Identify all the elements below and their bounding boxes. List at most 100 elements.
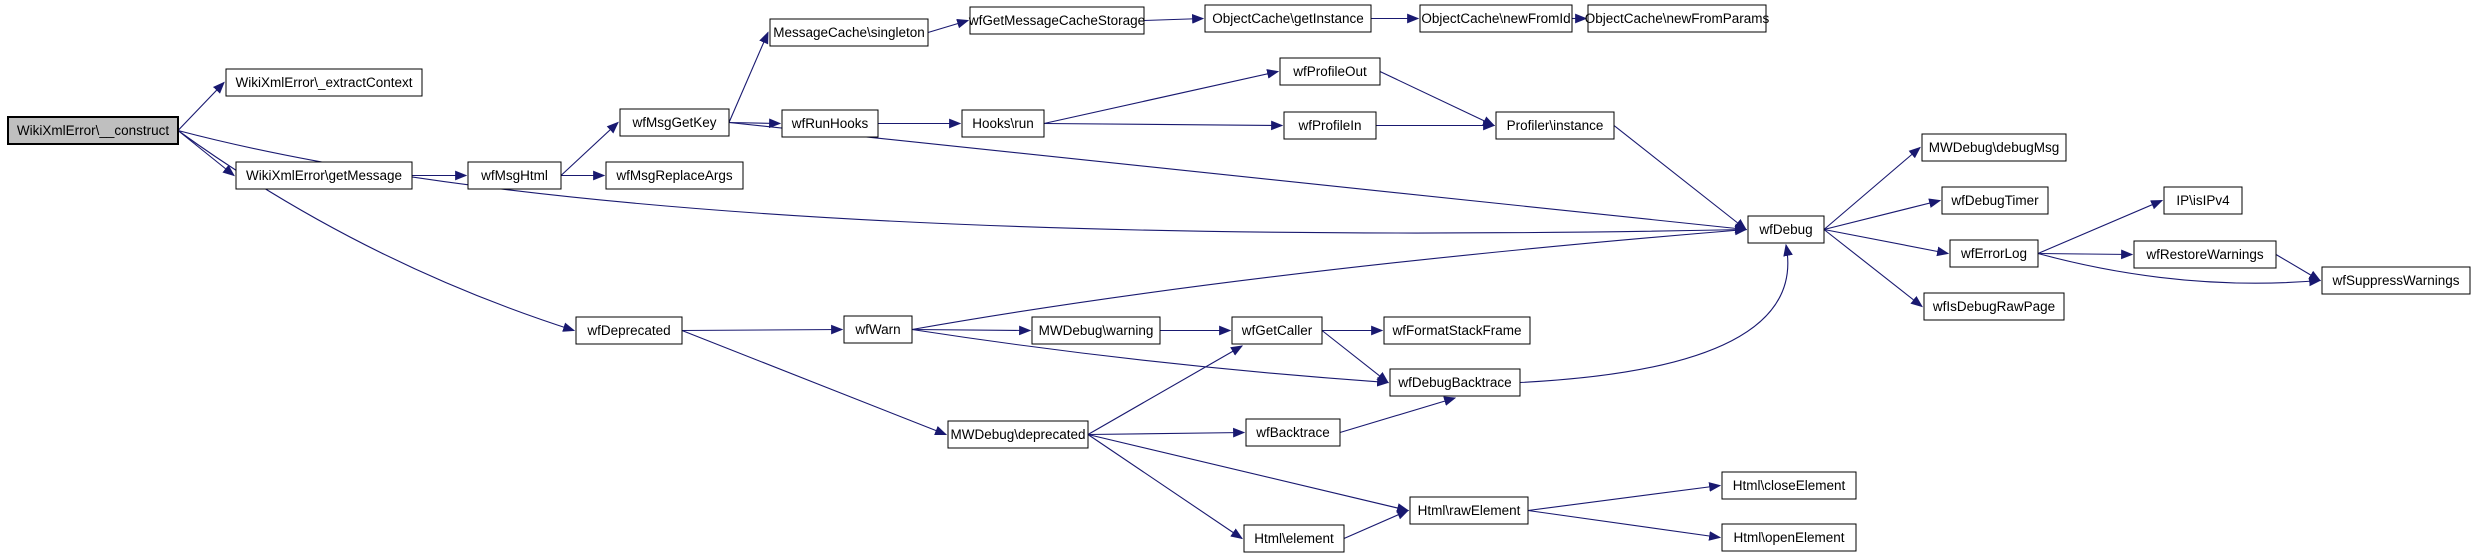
node-box-html-element[interactable] bbox=[1243, 524, 1345, 553]
node-wf-msg-html[interactable]: wfMsgHtml bbox=[467, 161, 562, 190]
node-html-element[interactable]: Html\element bbox=[1243, 524, 1345, 553]
node-wf-msg-replace-args[interactable]: wfMsgReplaceArgs bbox=[605, 161, 744, 190]
edge-mwdebug-deprecated-to-html-element bbox=[1087, 434, 1244, 540]
edge-wf-msg-get-key-to-message-cache-singleton bbox=[728, 31, 769, 123]
node-box-object-cache-new-from-id[interactable] bbox=[1419, 4, 1573, 33]
node-wf-profile-out[interactable]: wfProfileOut bbox=[1279, 57, 1381, 86]
edge-wf-deprecated-to-mwdebug-deprecated bbox=[681, 329, 948, 436]
node-wf-get-message-cache-storage[interactable]: wfGetMessageCacheStorage bbox=[968, 6, 1145, 35]
node-box-message-cache-singleton[interactable] bbox=[769, 18, 929, 47]
node-box-html-close-element[interactable] bbox=[1721, 471, 1857, 500]
node-box-wf-error-log[interactable] bbox=[1949, 239, 2039, 268]
node-box-object-cache-new-from-params[interactable] bbox=[1587, 4, 1767, 33]
node-box-wf-run-hooks[interactable] bbox=[781, 109, 879, 138]
node-box-wf-msg-get-key[interactable] bbox=[619, 108, 730, 137]
node-box-wf-backtrace[interactable] bbox=[1245, 418, 1341, 447]
node-box-wf-is-debug-raw-page[interactable] bbox=[1923, 292, 2065, 321]
node-wf-is-debug-raw-page[interactable]: wfIsDebugRawPage bbox=[1923, 292, 2065, 321]
node-box-extract-context[interactable] bbox=[225, 68, 423, 97]
edge-construct-to-wf-debug bbox=[177, 129, 1748, 235]
node-box-html-open-element[interactable] bbox=[1721, 523, 1857, 552]
edge-mwdebug-deprecated-to-wf-backtrace bbox=[1087, 427, 1246, 438]
node-wf-debug-timer[interactable]: wfDebugTimer bbox=[1941, 186, 2049, 215]
node-wf-deprecated[interactable]: wfDeprecated bbox=[575, 316, 683, 345]
node-wf-restore-warnings[interactable]: wfRestoreWarnings bbox=[2133, 240, 2277, 269]
node-object-cache-new-from-id[interactable]: ObjectCache\newFromId bbox=[1419, 4, 1573, 33]
node-box-get-message[interactable] bbox=[235, 161, 413, 190]
node-message-cache-singleton[interactable]: MessageCache\singleton bbox=[769, 18, 929, 47]
node-html-raw-element[interactable]: Html\rawElement bbox=[1409, 496, 1529, 525]
edge-construct-to-get-message bbox=[177, 130, 235, 177]
edge-hooks-run-to-wf-profile-out bbox=[1043, 69, 1280, 125]
node-box-mwdebug-warning[interactable] bbox=[1031, 316, 1161, 345]
edge-wf-warn-to-wf-debug-backtrace bbox=[911, 328, 1390, 387]
node-box-wf-debug[interactable] bbox=[1747, 215, 1825, 244]
node-wf-get-caller[interactable]: wfGetCaller bbox=[1231, 316, 1323, 345]
node-box-mwdebug-deprecated[interactable] bbox=[947, 420, 1089, 449]
edge-wf-restore-warnings-to-wf-suppress-warnings bbox=[2275, 254, 2322, 282]
node-box-profiler-instance[interactable] bbox=[1495, 111, 1615, 140]
node-box-wf-get-message-cache-storage[interactable] bbox=[969, 6, 1145, 35]
node-construct: WikiXmlError\__construct bbox=[7, 116, 179, 145]
edge-wf-debug-to-wf-error-log bbox=[1823, 228, 1950, 257]
node-box-wf-profile-in[interactable] bbox=[1283, 111, 1377, 140]
edge-html-raw-element-to-html-close-element bbox=[1527, 482, 1722, 512]
node-wf-debug-backtrace[interactable]: wfDebugBacktrace bbox=[1389, 368, 1521, 397]
node-wf-warn[interactable]: wfWarn bbox=[843, 315, 913, 344]
edge-wf-backtrace-to-wf-debug-backtrace bbox=[1339, 396, 1457, 434]
node-html-close-element[interactable]: Html\closeElement bbox=[1721, 471, 1857, 500]
node-object-cache-get-instance[interactable]: ObjectCache\getInstance bbox=[1204, 4, 1372, 33]
edge-construct-to-wf-deprecated bbox=[177, 130, 576, 332]
node-box-mwdebug-debug-msg[interactable] bbox=[1921, 133, 2067, 162]
node-box-wf-profile-out[interactable] bbox=[1279, 57, 1381, 86]
edge-profiler-instance-to-wf-debug bbox=[1613, 125, 1747, 231]
node-wf-debug[interactable]: wfDebug bbox=[1747, 215, 1825, 244]
node-wf-profile-in[interactable]: wfProfileIn bbox=[1283, 111, 1377, 140]
node-box-html-raw-element[interactable] bbox=[1409, 496, 1529, 525]
node-hooks-run[interactable]: Hooks\run bbox=[961, 109, 1045, 138]
edge-wf-msg-html-to-wf-msg-get-key bbox=[560, 121, 619, 176]
node-box-wf-warn[interactable] bbox=[843, 315, 913, 344]
edge-wf-profile-out-to-profiler-instance bbox=[1379, 71, 1496, 127]
node-box-wf-msg-replace-args[interactable] bbox=[605, 161, 744, 190]
node-box-construct bbox=[7, 116, 179, 145]
node-object-cache-new-from-params[interactable]: ObjectCache\newFromParams bbox=[1585, 4, 1770, 33]
node-mwdebug-warning[interactable]: MWDebug\warning bbox=[1031, 316, 1161, 345]
edge-wf-error-log-to-wf-restore-warnings bbox=[2037, 249, 2134, 260]
edge-wf-msg-get-key-to-wf-debug bbox=[728, 121, 1748, 234]
node-extract-context[interactable]: WikiXmlError\_extractContext bbox=[225, 68, 423, 97]
edge-wf-msg-get-key-to-wf-run-hooks bbox=[728, 118, 782, 129]
node-mwdebug-debug-msg[interactable]: MWDebug\debugMsg bbox=[1921, 133, 2067, 162]
edge-wf-debug-to-wf-debug-timer bbox=[1823, 198, 1942, 231]
node-box-hooks-run[interactable] bbox=[961, 109, 1045, 138]
node-profiler-instance[interactable]: Profiler\instance bbox=[1495, 111, 1615, 140]
node-ip-is-ipv4[interactable]: IP\isIPv4 bbox=[2163, 186, 2243, 215]
node-box-wf-debug-timer[interactable] bbox=[1941, 186, 2049, 215]
node-wf-backtrace[interactable]: wfBacktrace bbox=[1245, 418, 1341, 447]
node-box-wf-format-stack-frame[interactable] bbox=[1383, 316, 1531, 345]
edge-mwdebug-deprecated-to-wf-get-caller bbox=[1087, 345, 1244, 435]
edge-wf-warn-to-wf-debug bbox=[911, 225, 1748, 331]
node-box-wf-debug-backtrace[interactable] bbox=[1389, 368, 1521, 397]
edge-html-element-to-html-raw-element bbox=[1343, 509, 1410, 540]
node-box-object-cache-get-instance[interactable] bbox=[1204, 4, 1372, 33]
node-box-ip-is-ipv4[interactable] bbox=[2163, 186, 2243, 215]
node-mwdebug-deprecated[interactable]: MWDebug\deprecated bbox=[947, 420, 1089, 449]
node-wf-error-log[interactable]: wfErrorLog bbox=[1949, 239, 2039, 268]
edge-wf-deprecated-to-wf-warn bbox=[681, 324, 844, 335]
node-wf-suppress-warnings[interactable]: wfSuppressWarnings bbox=[2321, 266, 2471, 295]
edge-wf-debug-backtrace-to-wf-debug bbox=[1519, 243, 1793, 384]
node-box-wf-deprecated[interactable] bbox=[575, 316, 683, 345]
node-wf-run-hooks[interactable]: wfRunHooks bbox=[781, 109, 879, 138]
node-get-message[interactable]: WikiXmlError\getMessage bbox=[235, 161, 413, 190]
node-box-wf-restore-warnings[interactable] bbox=[2133, 240, 2277, 269]
node-box-wf-suppress-warnings[interactable] bbox=[2321, 266, 2471, 295]
edge-wf-get-message-cache-storage-to-object-cache-get-instance bbox=[1143, 14, 1205, 24]
node-wf-msg-get-key[interactable]: wfMsgGetKey bbox=[619, 108, 730, 137]
edge-mwdebug-deprecated-to-html-raw-element bbox=[1087, 433, 1410, 513]
node-box-wf-msg-html[interactable] bbox=[467, 161, 562, 190]
node-box-wf-get-caller[interactable] bbox=[1231, 316, 1323, 345]
node-html-open-element[interactable]: Html\openElement bbox=[1721, 523, 1857, 552]
node-wf-format-stack-frame[interactable]: wfFormatStackFrame bbox=[1383, 316, 1531, 345]
